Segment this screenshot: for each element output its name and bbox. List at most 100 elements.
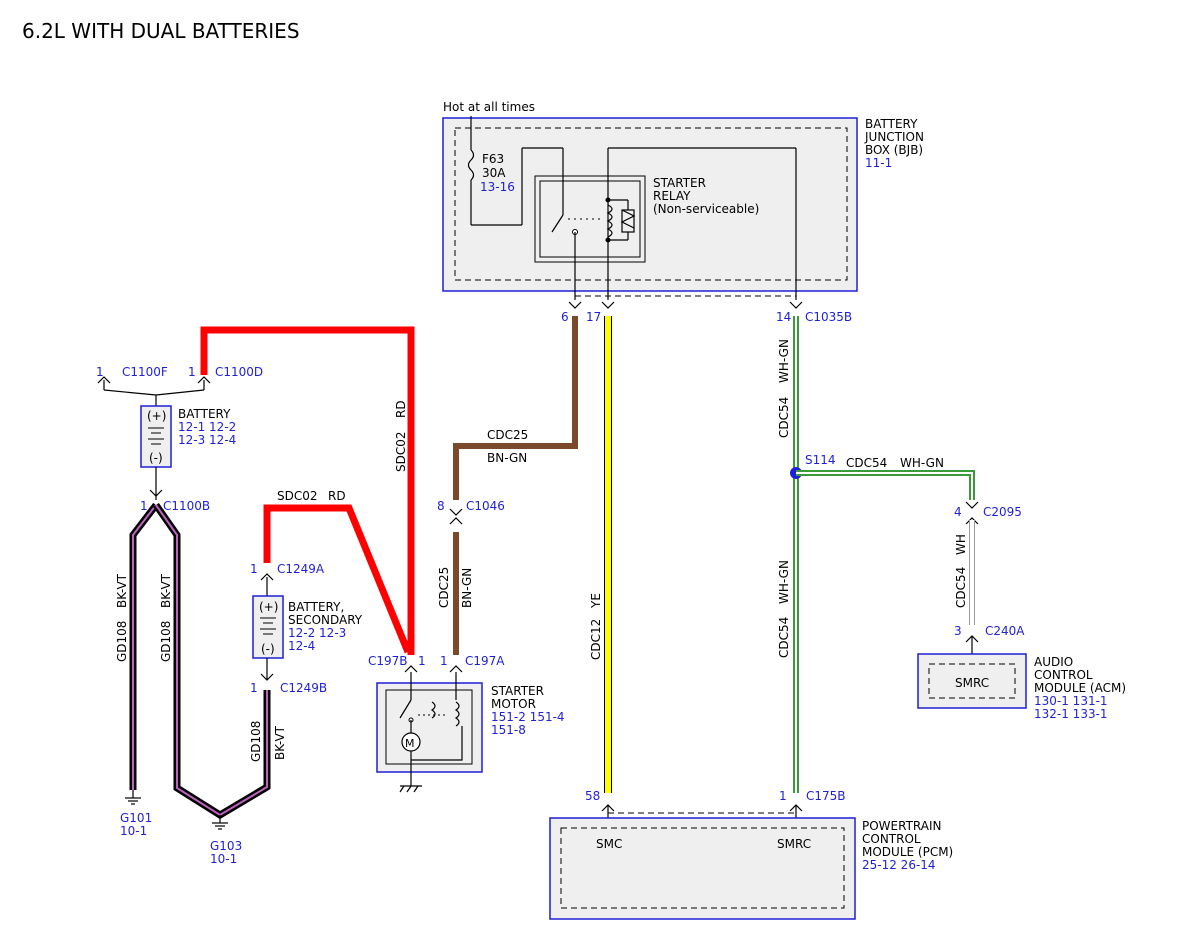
svg-text:CONTROL: CONTROL xyxy=(862,832,921,846)
bjb-pin-14: 14 xyxy=(776,310,791,324)
svg-text:CDC25: CDC25 xyxy=(487,428,528,442)
svg-text:BK-VT: BK-VT xyxy=(159,573,173,608)
svg-text:58: 58 xyxy=(585,789,600,803)
svg-text:MOTOR: MOTOR xyxy=(491,697,536,711)
svg-text:G103: G103 xyxy=(210,839,242,853)
svg-text:SDC02: SDC02 xyxy=(277,489,318,503)
fuse-id: F63 xyxy=(482,152,504,166)
svg-text:BK-VT: BK-VT xyxy=(273,725,287,760)
svg-text:MODULE (PCM): MODULE (PCM) xyxy=(862,845,953,859)
svg-text:8: 8 xyxy=(437,499,445,513)
svg-text:1: 1 xyxy=(779,789,787,803)
svg-text:12-2 12-3: 12-2 12-3 xyxy=(288,626,346,640)
svg-text:G101: G101 xyxy=(120,811,152,825)
svg-text:SECONDARY: SECONDARY xyxy=(288,613,363,627)
svg-text:12-4: 12-4 xyxy=(288,639,315,653)
battery-junction-box: Hot at all times F63 30A 13-16 STARTER R… xyxy=(442,100,924,300)
bjb-name-3: BOX (BJB) xyxy=(865,143,923,157)
svg-text:3: 3 xyxy=(954,624,962,638)
wire-sdc02-secondary xyxy=(263,504,412,654)
svg-text:BATTERY,: BATTERY, xyxy=(288,600,344,614)
svg-text:SMRC: SMRC xyxy=(955,676,989,690)
svg-text:CDC25: CDC25 xyxy=(437,567,451,608)
svg-text:POWERTRAIN: POWERTRAIN xyxy=(862,819,942,833)
svg-text:C197B: C197B xyxy=(368,654,408,668)
svg-text:GD108: GD108 xyxy=(159,621,173,662)
svg-text:1: 1 xyxy=(440,654,448,668)
page-title: 6.2L WITH DUAL BATTERIES xyxy=(22,19,300,43)
powertrain-control-module: SMC SMRC POWERTRAIN CONTROL MODULE (PCM)… xyxy=(549,817,953,920)
battery-main: (+) (-) BATTERY 12-1 12-2 12-3 12-4 xyxy=(140,405,236,468)
audio-control-module: SMRC AUDIO CONTROL MODULE (ACM) 130-1 13… xyxy=(917,653,1126,721)
svg-text:BN-GN: BN-GN xyxy=(487,451,527,465)
svg-text:(-): (-) xyxy=(261,642,275,656)
svg-text:C175B: C175B xyxy=(806,789,846,803)
svg-text:25-12 26-14: 25-12 26-14 xyxy=(862,858,936,872)
svg-text:RD: RD xyxy=(328,489,346,503)
bjb-ref: 11-1 xyxy=(865,156,892,170)
svg-text:1: 1 xyxy=(418,654,426,668)
svg-text:C1249A: C1249A xyxy=(277,562,325,576)
ground-g101-icon xyxy=(125,790,141,805)
svg-text:CDC54: CDC54 xyxy=(954,567,968,608)
svg-text:C1046: C1046 xyxy=(466,499,505,513)
svg-text:C240A: C240A xyxy=(985,624,1025,638)
svg-text:CDC12: CDC12 xyxy=(589,619,603,660)
svg-text:WH-GN: WH-GN xyxy=(900,456,944,470)
fuse-icon xyxy=(467,149,475,181)
svg-text:1: 1 xyxy=(140,499,148,513)
wire-cdc54-branch xyxy=(796,470,975,500)
wire-cdc25-upper xyxy=(453,316,578,500)
svg-text:(+): (+) xyxy=(259,600,278,614)
svg-text:C197A: C197A xyxy=(465,654,505,668)
svg-text:1: 1 xyxy=(250,681,258,695)
svg-text:SDC02: SDC02 xyxy=(394,431,408,472)
svg-text:SMC: SMC xyxy=(596,837,622,851)
svg-text:M: M xyxy=(405,737,415,750)
svg-text:BATTERY: BATTERY xyxy=(178,407,231,421)
svg-text:C1100F: C1100F xyxy=(122,365,168,379)
svg-text:12-3 12-4: 12-3 12-4 xyxy=(178,433,236,447)
svg-text:MODULE (ACM): MODULE (ACM) xyxy=(1034,681,1126,695)
starter-relay-outline xyxy=(534,175,646,263)
relay-name-1: STARTER xyxy=(653,176,706,190)
svg-text:CONTROL: CONTROL xyxy=(1034,668,1093,682)
svg-text:CDC54: CDC54 xyxy=(777,397,791,438)
svg-text:132-1 133-1: 132-1 133-1 xyxy=(1034,707,1108,721)
fuse-ref: 13-16 xyxy=(480,180,515,194)
svg-text:STARTER: STARTER xyxy=(491,684,544,698)
svg-text:SMRC: SMRC xyxy=(777,837,811,851)
svg-text:WH-GN: WH-GN xyxy=(777,339,791,383)
svg-text:BK-VT: BK-VT xyxy=(115,573,129,608)
bjb-pin-17: 17 xyxy=(586,310,601,324)
svg-text:GD108: GD108 xyxy=(249,721,263,762)
svg-text:GD108: GD108 xyxy=(115,621,129,662)
svg-text:(-): (-) xyxy=(149,451,163,465)
svg-text:BN-GN: BN-GN xyxy=(460,568,474,608)
svg-text:151-2 151-4: 151-2 151-4 xyxy=(491,710,565,724)
wire-gd108-ground xyxy=(129,502,271,820)
svg-text:C2095: C2095 xyxy=(983,505,1022,519)
fuse-rating: 30A xyxy=(482,166,506,180)
svg-text:(+): (+) xyxy=(147,409,166,423)
relay-name-3: (Non-serviceable) xyxy=(653,202,759,216)
svg-text:S114: S114 xyxy=(805,453,836,467)
bjb-name-2: JUNCTION xyxy=(864,130,924,144)
svg-text:C1249B: C1249B xyxy=(280,681,327,695)
svg-text:AUDIO: AUDIO xyxy=(1034,655,1073,669)
svg-text:WH: WH xyxy=(954,534,968,555)
svg-text:C1100B: C1100B xyxy=(163,499,210,513)
svg-text:WH-GN: WH-GN xyxy=(777,560,791,604)
battery-secondary: (+) (-) BATTERY, SECONDARY 12-2 12-3 12-… xyxy=(252,595,363,659)
relay-name-2: RELAY xyxy=(653,189,691,203)
svg-text:RD: RD xyxy=(394,400,408,418)
starter-motor: M STARTER MOTOR 151-2 151-4 151-8 xyxy=(376,672,565,793)
wire-sdc02-main xyxy=(200,326,415,655)
bjb-pin-6: 6 xyxy=(561,310,569,324)
svg-text:CDC54: CDC54 xyxy=(846,456,887,470)
svg-text:4: 4 xyxy=(954,505,962,519)
svg-text:12-1 12-2: 12-1 12-2 xyxy=(178,420,236,434)
svg-text:10-1: 10-1 xyxy=(120,824,147,838)
svg-text:130-1 131-1: 130-1 131-1 xyxy=(1034,694,1108,708)
bjb-name-1: BATTERY xyxy=(865,117,918,131)
